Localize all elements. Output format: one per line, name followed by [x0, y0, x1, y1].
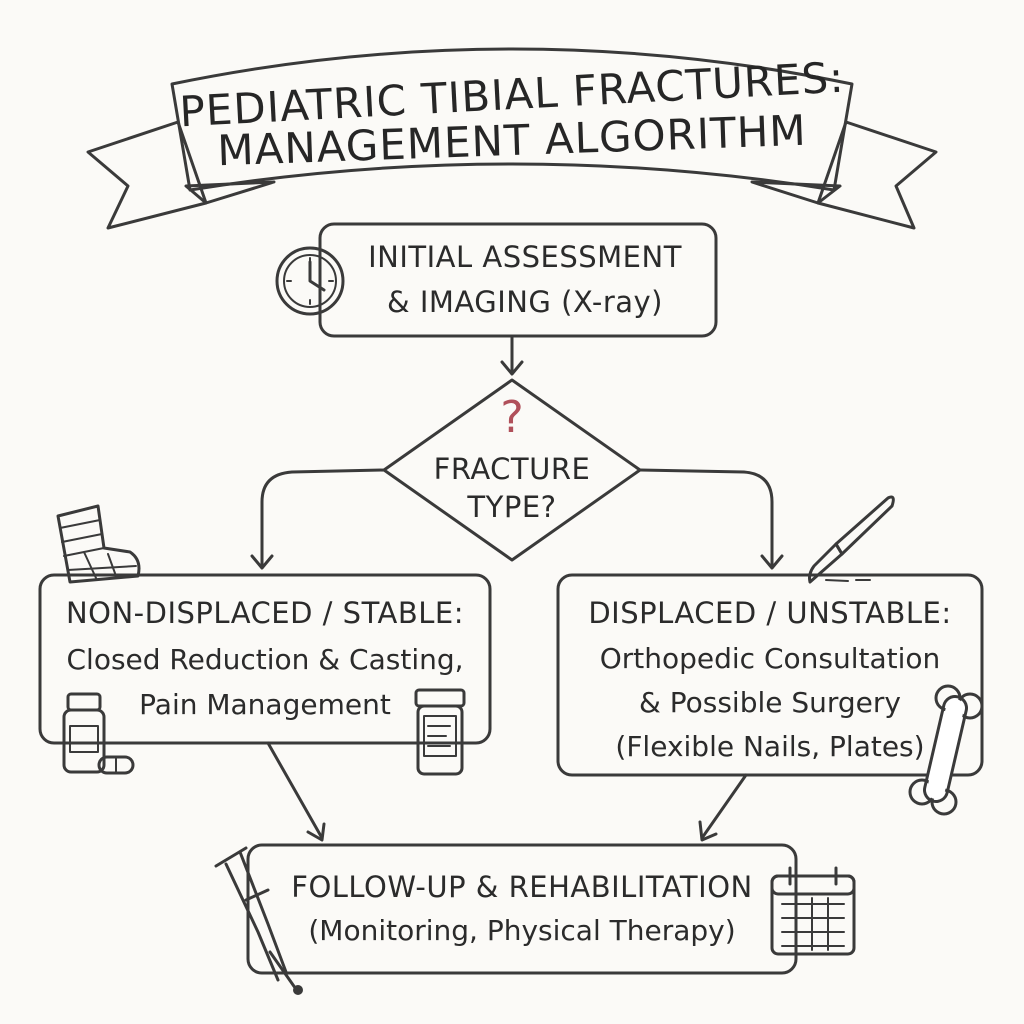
banner-body [170, 47, 854, 192]
bone-icon [908, 684, 984, 816]
connector-initial-to-decision [500, 334, 524, 376]
decision-line-1: FRACTURE [433, 452, 591, 486]
stable-line-1: Closed Reduction & Casting, [66, 643, 464, 676]
capsule-icon [97, 755, 135, 775]
connector-unstable-to-followup [698, 773, 748, 842]
clock-icon [275, 246, 345, 316]
unstable-line-3: (Flexible Nails, Plates) [615, 730, 925, 763]
connector-stable-to-followup [266, 741, 326, 842]
connector-decision-to-stable [250, 468, 386, 570]
decision-question-mark: ? [500, 392, 524, 443]
pill-bottle-icon [62, 692, 106, 774]
title-banner [86, 47, 938, 230]
unstable-line-2: & Possible Surgery [638, 686, 901, 719]
crutch-icon [214, 846, 303, 995]
initial-assessment-line-1: INITIAL ASSESSMENT [368, 240, 682, 274]
connector-decision-to-unstable [638, 468, 784, 570]
followup-line-1: FOLLOW-UP & REHABILITATION [291, 870, 753, 904]
unstable-box [556, 573, 984, 777]
followup-box [246, 843, 798, 975]
initial-assessment-line-2: & IMAGING (X-ray) [386, 285, 663, 319]
followup-line-2: (Monitoring, Physical Therapy) [308, 914, 736, 947]
fracture-type-diamond [382, 378, 642, 562]
stable-heading: NON-DISPLACED / STABLE: [65, 596, 465, 630]
unstable-heading: DISPLACED / UNSTABLE: [588, 596, 952, 630]
initial-assessment-box [318, 222, 718, 338]
cast-boot-icon [56, 504, 141, 584]
unstable-line-1: Orthopedic Consultation [599, 642, 941, 675]
decision-line-2: TYPE? [467, 490, 557, 524]
stable-box [38, 573, 492, 745]
prescription-bottle-icon [414, 688, 466, 776]
calendar-icon [770, 866, 856, 956]
scalpel-icon [808, 495, 895, 584]
stable-line-2: Pain Management [139, 688, 391, 721]
